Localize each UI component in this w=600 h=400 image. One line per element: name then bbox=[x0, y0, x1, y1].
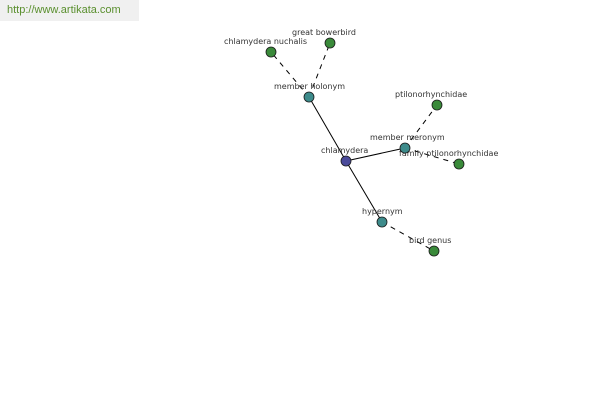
leaf-great-bowerbird-node[interactable] bbox=[324, 37, 336, 49]
root-chlamydera-label: chlamydera bbox=[321, 146, 368, 155]
relation-hypernym-node[interactable] bbox=[376, 216, 388, 228]
leaf-family-ptilonorhynchidae-label: family ptilonorhynchidae bbox=[399, 149, 498, 158]
graph-labels: chlamydera member holonym chlamydera nucha… bbox=[224, 28, 498, 245]
leaf-family-ptilonorhynchidae-node[interactable] bbox=[453, 158, 465, 170]
site-url-link[interactable]: http://www.artikata.com bbox=[7, 4, 121, 16]
graph-edges bbox=[270, 42, 460, 252]
leaf-bird-genus-label: bird genus bbox=[409, 236, 451, 245]
leaf-chlamydera-nuchalis-label: chlamydera nuchalis bbox=[224, 37, 307, 46]
leaf-chlamydera-nuchalis-node[interactable] bbox=[265, 46, 277, 58]
graph-nodes bbox=[265, 37, 465, 257]
leaf-great-bowerbird-label: great bowerbird bbox=[292, 28, 356, 37]
leaf-ptilonorhynchidae-label: ptilonorhynchidae bbox=[395, 90, 467, 99]
edge-chlamydera-hypernym bbox=[345, 160, 383, 223]
edge-member-meronym-ptilonorhynchidae bbox=[404, 104, 438, 149]
leaf-bird-genus-node[interactable] bbox=[428, 245, 440, 257]
relation-member-holonym-node[interactable] bbox=[303, 91, 315, 103]
edge-chlamydera-member-meronym bbox=[345, 147, 406, 162]
edge-chlamydera-member-holonym bbox=[308, 96, 347, 162]
site-banner: http://www.artikata.com bbox=[0, 0, 139, 21]
relation-member-meronym-node[interactable] bbox=[399, 142, 411, 154]
relation-hypernym-label: hypernym bbox=[362, 207, 403, 216]
relation-member-meronym-label: member meronym bbox=[370, 133, 445, 142]
leaf-ptilonorhynchidae-node[interactable] bbox=[431, 99, 443, 111]
relation-member-holonym-label: member holonym bbox=[274, 82, 345, 91]
root-chlamydera-node[interactable] bbox=[340, 155, 352, 167]
